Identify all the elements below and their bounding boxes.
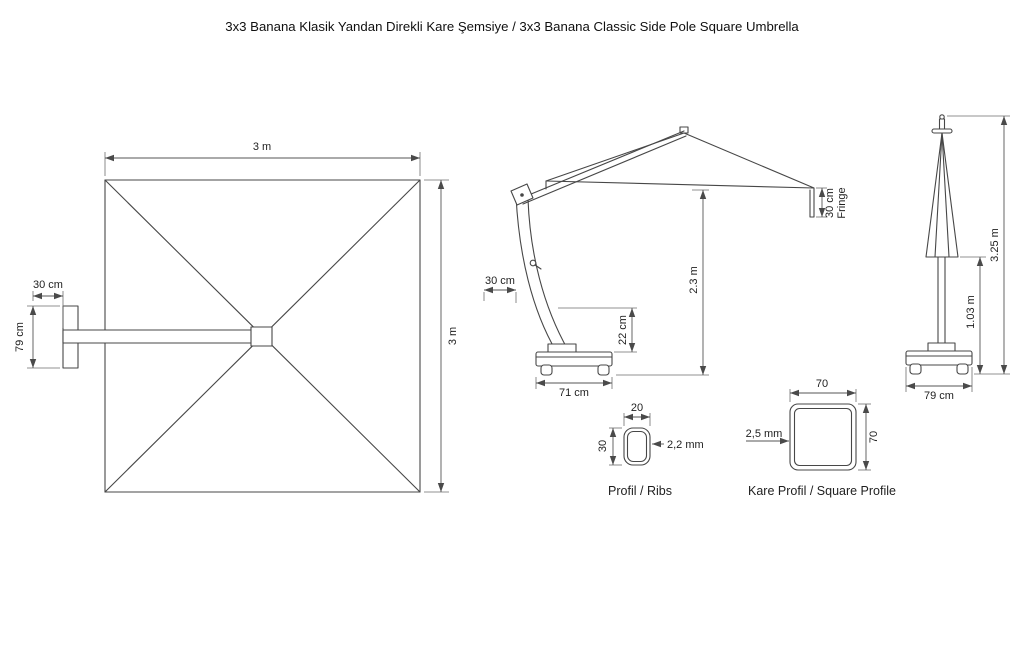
wheel xyxy=(909,363,922,375)
dim-canopy-width: 3 m xyxy=(253,141,271,153)
dim-square-wall: 2,5 mm xyxy=(746,428,783,440)
base-closed xyxy=(905,350,973,366)
rib-inner xyxy=(626,430,648,463)
dim-square-height: 70 xyxy=(868,431,880,443)
pole-mount xyxy=(547,343,577,353)
rib-hub xyxy=(931,128,953,134)
cantilever-arm xyxy=(522,135,687,205)
crank-knob xyxy=(529,259,537,267)
dim-base-width-closed: 79 cm xyxy=(924,390,954,402)
dim-base-width-side: 71 cm xyxy=(559,387,589,399)
base-side xyxy=(535,351,613,367)
canopy-fold xyxy=(934,132,943,258)
closed-canopy xyxy=(925,132,959,258)
dim-pole-offset-side: 30 cm xyxy=(485,275,515,287)
dim-canopy-depth: 3 m xyxy=(447,327,459,345)
pole-curve xyxy=(515,195,557,352)
top-view-dimensions: 3 m 3 m 79 cm 30 cm xyxy=(14,141,459,493)
square-profile-detail: 70 70 2,5 mm Kare Profil / Square Profil… xyxy=(746,378,896,498)
page-title: 3x3 Banana Klasik Yandan Direkli Kare Şe… xyxy=(225,19,799,34)
peak-fitting xyxy=(679,126,689,134)
wheel xyxy=(956,363,969,375)
square-dimensions: 70 70 2,5 mm xyxy=(746,378,880,471)
dim-square-width: 70 xyxy=(816,378,828,390)
dim-base-height: 22 cm xyxy=(617,315,629,345)
wheel xyxy=(597,364,610,376)
rib-profile-label: Profil / Ribs xyxy=(608,484,672,498)
closed-view-dimensions: 3.25 m 1.03 m 79 cm xyxy=(905,115,1010,402)
rib-outer xyxy=(623,427,651,466)
joint-bolt xyxy=(520,193,524,197)
dim-fringe-height: 30 cm xyxy=(824,188,836,218)
square-profile-label: Kare Profil / Square Profile xyxy=(748,484,896,498)
side-view: 30 cm 30 cm Fringe 2.3 m 22 cm 71 cm xyxy=(483,126,848,399)
dim-pole-height: 1.03 m xyxy=(965,295,977,329)
square-outer xyxy=(789,403,857,471)
side-arm xyxy=(62,329,257,344)
dim-rib-wall: 2,2 mm xyxy=(667,439,704,451)
pole-curve xyxy=(527,198,569,351)
dim-base-length: 79 cm xyxy=(14,322,26,352)
fringe-right xyxy=(809,187,815,218)
canopy-side xyxy=(545,132,815,189)
rib-profile-detail: 20 30 2,2 mm Profil / Ribs xyxy=(597,402,704,498)
dim-total-height: 3.25 m xyxy=(989,228,1001,262)
pole-mount xyxy=(927,342,956,352)
side-view-dimensions: 30 cm 30 cm Fringe 2.3 m 22 cm 71 cm xyxy=(483,187,848,399)
fringe-label: Fringe xyxy=(836,187,848,218)
rib-dimensions: 20 30 2,2 mm xyxy=(597,402,704,466)
closed-view: 3.25 m 1.03 m 79 cm xyxy=(905,114,1010,402)
pole-closed xyxy=(937,256,946,346)
top-view: 3 m 3 m 79 cm 30 cm xyxy=(14,141,459,493)
wheel xyxy=(540,364,553,376)
dim-rib-height: 30 xyxy=(597,440,609,452)
cantilever-arm xyxy=(518,130,685,200)
square-inner xyxy=(793,407,853,467)
center-hub xyxy=(250,326,273,347)
dim-clearance-height: 2.3 m xyxy=(688,266,700,294)
dim-rib-width: 20 xyxy=(631,402,643,414)
dim-pole-offset-top: 30 cm xyxy=(33,279,63,291)
canopy-fold xyxy=(941,132,950,258)
finial-stem xyxy=(938,118,946,131)
